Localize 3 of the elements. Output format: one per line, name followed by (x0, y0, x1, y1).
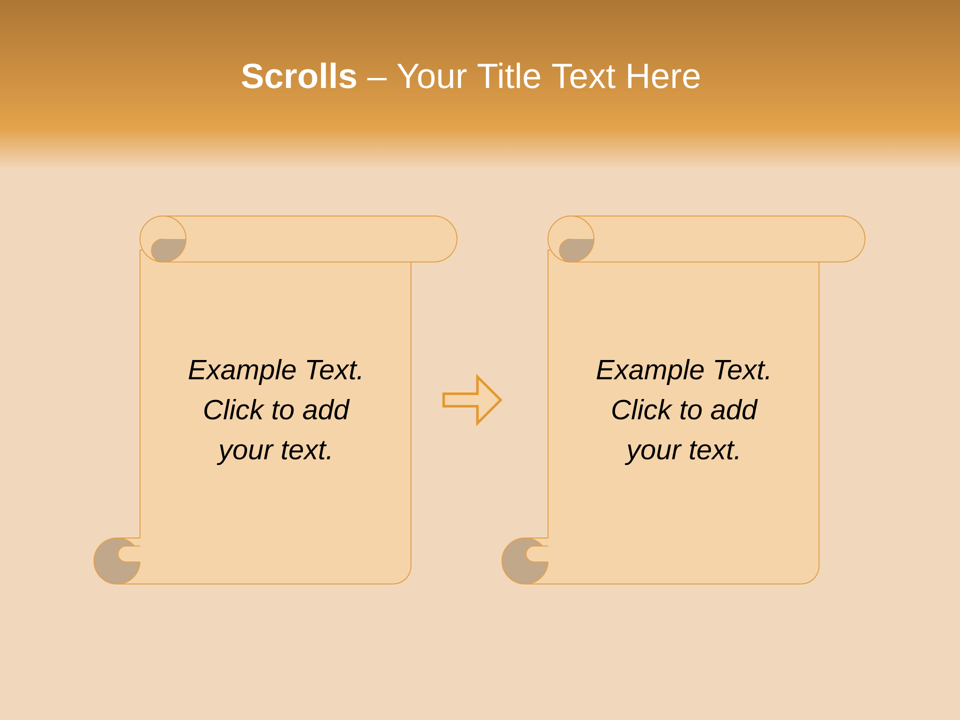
scroll: Example Text. Click to add your text. (502, 216, 866, 584)
title: Scrolls – Your Title Text Here (242, 62, 700, 88)
scroll: Example Text. Click to add your text. (94, 216, 458, 584)
